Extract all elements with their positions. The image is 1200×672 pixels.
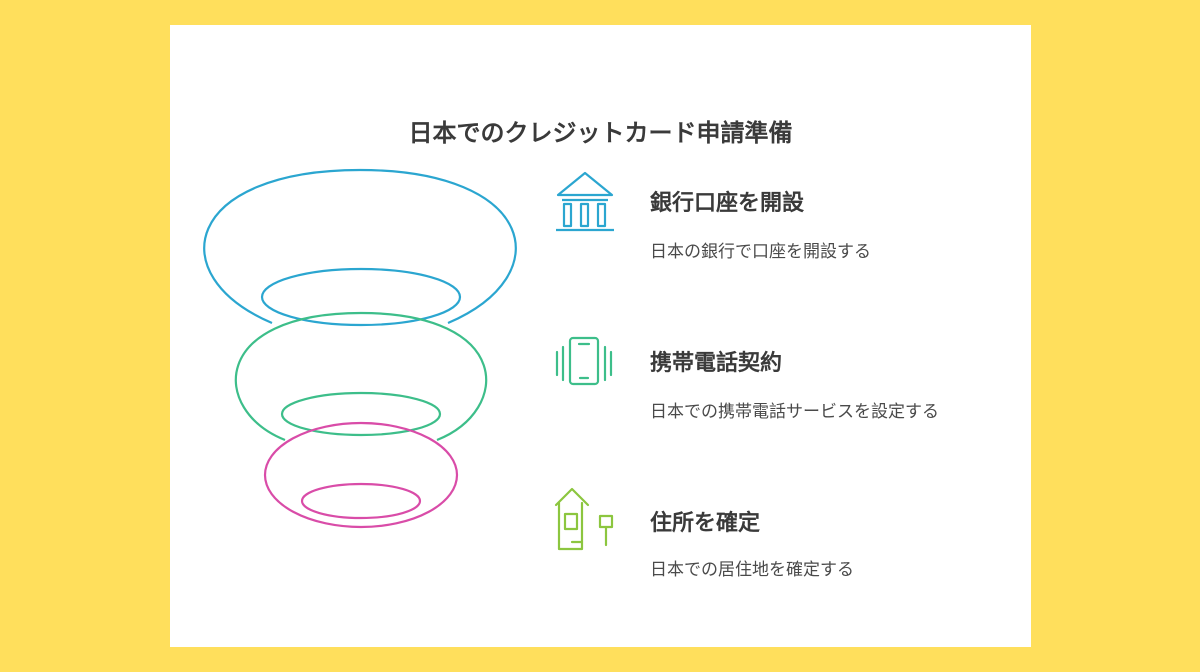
ring-top <box>203 168 517 327</box>
step-phone-description: 日本での携帯電話サービスを設定する <box>650 402 939 422</box>
step-bank-description: 日本の銀行で口座を開設する <box>650 242 871 262</box>
bank-icon <box>556 171 614 232</box>
ring-bottom <box>263 421 459 529</box>
ring-funnel <box>203 168 517 529</box>
step-address-description: 日本での居住地を確定する <box>650 560 854 580</box>
step-phone-heading: 携帯電話契約 <box>650 351 783 376</box>
diagram-title: 日本でのクレジットカード申請準備 <box>408 119 793 147</box>
step-bank-heading: 銀行口座を開設 <box>650 191 805 216</box>
diagram-card: 日本でのクレジットカード申請準備 銀行口座を開設 日本の銀行で口座を開設する <box>170 25 1031 647</box>
ring-middle <box>234 311 488 442</box>
phone-icon <box>555 336 613 386</box>
house-icon <box>554 487 614 551</box>
step-address-heading: 住所を確定 <box>650 511 761 536</box>
